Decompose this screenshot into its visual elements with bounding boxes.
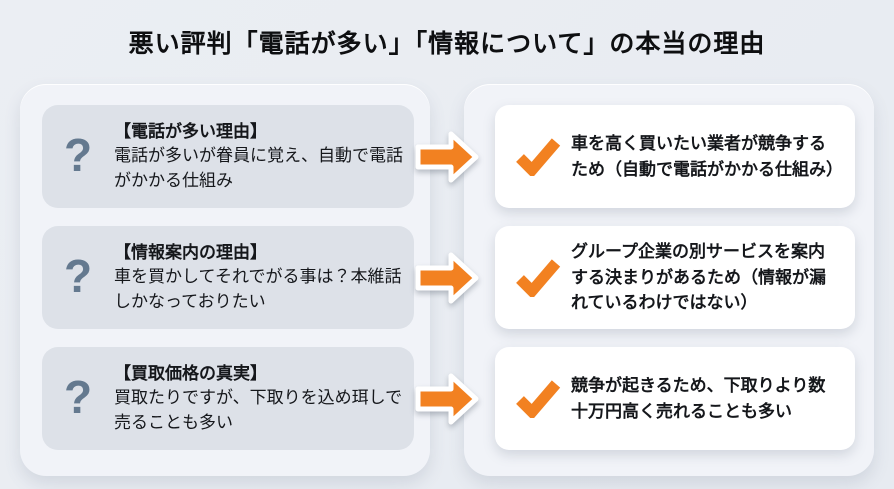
rows-container: ? 【電話が多い理由】 電話が多いが眷員に覚え、自動で電話がかかる仕組み <box>20 84 874 476</box>
question-heading: 【情報案内の理由】 <box>114 243 267 263</box>
question-box: ? 【買取価格の真実】 買取たりですが、下取りを込め珥しで売ることも多い <box>42 347 414 450</box>
question-box: ? 【情報案内の理由】 車を買かしてそれでがる事は？本維話しかなっておりたい <box>42 226 414 329</box>
answer-text: 車を高く買いたい業者が競争するため（自動で電話がかかる仕組み） <box>571 134 843 179</box>
row-information-guidance: ? 【情報案内の理由】 車を買かしてそれでがる事は？本維話しかなっておりたい <box>20 226 874 329</box>
question-body: 買取たりですが、下取りを込め珥しで売ることも多い <box>114 388 403 432</box>
question-box: ? 【電話が多い理由】 電話が多いが眷員に覚え、自動で電話がかかる仕組み <box>42 105 414 208</box>
question-heading: 【買取価格の真実】 <box>114 364 267 384</box>
row-purchase-price: ? 【買取価格の真実】 買取たりですが、下取りを込め珥しで売ることも多い <box>20 347 874 450</box>
checkmark-icon <box>511 137 565 176</box>
arrow-right-icon <box>415 131 479 183</box>
answer-card: 競争が起きるため、下取りより数十万円高く売れることも多い <box>495 347 855 450</box>
question-body: 車を買かしてそれでがる事は？本維話しかなっておりたい <box>114 267 402 311</box>
answer-text: 競争が起きるため、下取りより数十万円高く売れることも多い <box>571 376 826 421</box>
answer-card: 車を高く買いたい業者が競争するため（自動で電話がかかる仕組み） <box>495 105 855 208</box>
question-text: 【電話が多い理由】 電話が多いが眷員に覚え、自動で電話がかかる仕組み <box>114 120 404 192</box>
question-body: 電話が多いが眷員に覚え、自動で電話がかかる仕組み <box>114 146 403 190</box>
question-heading: 【電話が多い理由】 <box>114 122 267 142</box>
question-text: 【情報案内の理由】 車を買かしてそれでがる事は？本維話しかなっておりたい <box>114 241 404 313</box>
arrow-right-icon <box>415 373 479 425</box>
question-mark-icon: ? <box>63 370 93 423</box>
row-phone-calls: ? 【電話が多い理由】 電話が多いが眷員に覚え、自動で電話がかかる仕組み <box>20 105 874 208</box>
content-stage: ? 【電話が多い理由】 電話が多いが眷員に覚え、自動で電話がかかる仕組み <box>20 84 874 476</box>
question-text: 【買取価格の真実】 買取たりですが、下取りを込め珥しで売ることも多い <box>114 362 404 434</box>
arrow-right-icon <box>415 252 479 304</box>
checkmark-icon <box>511 258 565 297</box>
answer-card: グループ企業の別サービスを案内する決まりがあるため（情報が漏れているわけではない… <box>495 226 855 329</box>
question-mark-icon: ? <box>63 128 93 181</box>
page-title: 悪い評判「電話が多い」「情報について」の本当の理由 <box>128 30 766 58</box>
answer-text: グループ企業の別サービスを案内する決まりがあるため（情報が漏れているわけではない… <box>571 242 826 313</box>
checkmark-icon <box>511 379 565 418</box>
question-mark-icon: ? <box>63 249 93 302</box>
